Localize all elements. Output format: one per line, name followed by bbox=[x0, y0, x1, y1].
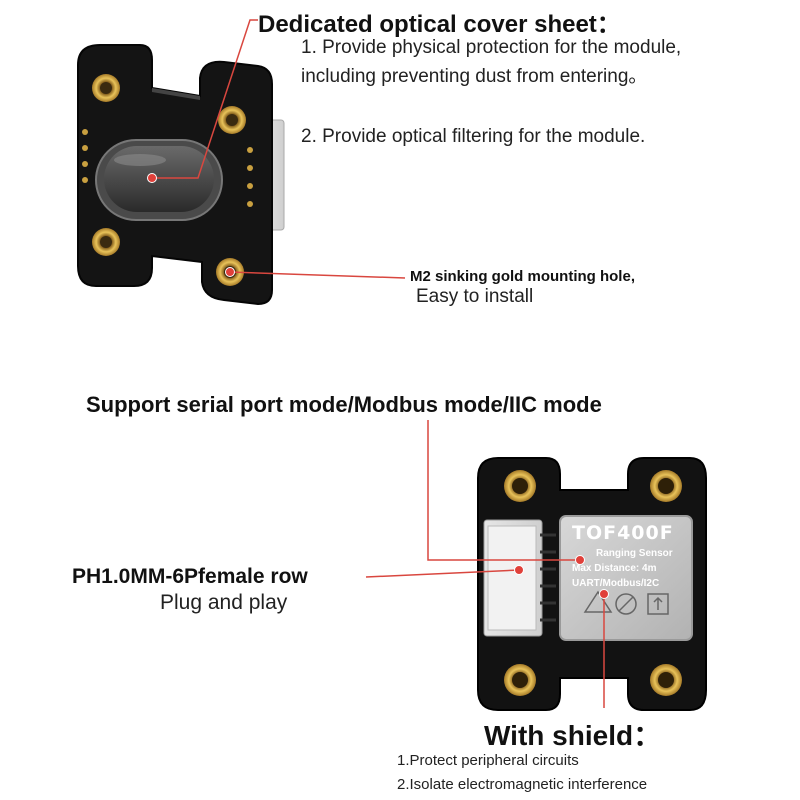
shield-line1-text: Ranging Sensor bbox=[596, 548, 673, 559]
optical-cover-lens bbox=[95, 139, 223, 221]
shield-line3-text: UART/Modbus/I2C bbox=[572, 578, 660, 589]
pb-free-icon bbox=[615, 593, 637, 615]
shield-model-text: TOF400F bbox=[572, 522, 674, 544]
ph1-connector bbox=[483, 519, 556, 637]
connector-subtitle: Plug and play bbox=[160, 591, 288, 614]
mount-hole-title: M2 sinking gold mounting hole, bbox=[410, 268, 635, 285]
mode-support-title: Support serial port mode/Modbus mode/IIC… bbox=[86, 392, 602, 417]
metal-shield bbox=[559, 515, 693, 641]
shield-item-1: 1.Protect peripheral circuits bbox=[397, 752, 579, 769]
connector-title: PH1.0MM-6Pfemale row bbox=[72, 565, 308, 588]
arrow-up-icon bbox=[647, 593, 669, 615]
mount-hole-subtitle: Easy to install bbox=[416, 286, 534, 307]
optical-cover-item-2: 2. Provide optical filtering for the mod… bbox=[301, 126, 646, 147]
optical-cover-title: Dedicated optical cover sheet： bbox=[258, 11, 621, 38]
shield-title: With shield： bbox=[484, 720, 662, 751]
shield-item-2: 2.Isolate electromagnetic interference bbox=[397, 776, 648, 793]
shield-line2-text: Max Distance: 4m bbox=[572, 563, 657, 574]
optical-cover-item-1: 1. Provide physical protection for the m… bbox=[301, 37, 682, 87]
